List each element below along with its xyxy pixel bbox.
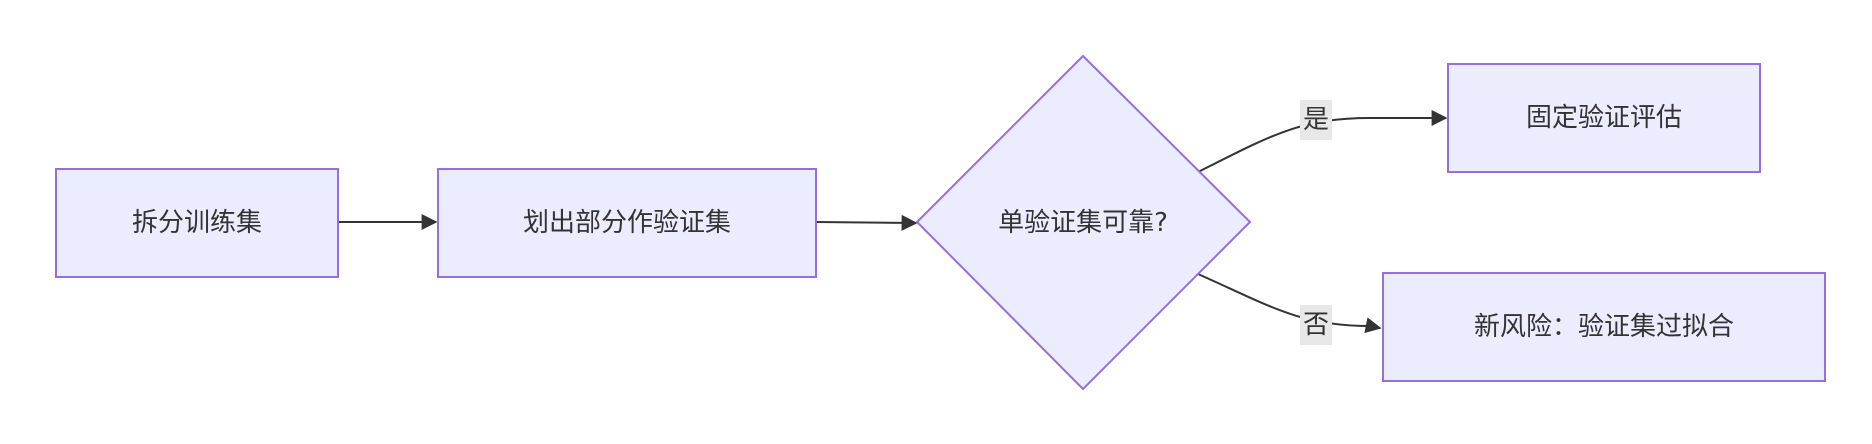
edge-label-yes: 是 (1300, 100, 1332, 140)
node-decision-label: 单验证集可靠? (998, 208, 1168, 238)
edge-label-no: 否 (1300, 305, 1332, 345)
node-fixed-label: 固定验证评估 (1526, 103, 1682, 133)
edge-decision-to-fixed (1197, 110, 1448, 173)
node-risk: 新风险：验证集过拟合 (1382, 272, 1826, 382)
node-risk-label: 新风险：验证集过拟合 (1474, 312, 1734, 342)
node-holdout: 划出部分作验证集 (437, 168, 817, 278)
edges (339, 110, 1448, 334)
edge-decision-to-risk (1197, 273, 1382, 334)
edge-label-yes-text: 是 (1303, 105, 1329, 135)
edge-holdout-to-decision (815, 214, 918, 231)
node-fixed: 固定验证评估 (1447, 63, 1761, 173)
node-holdout-label: 划出部分作验证集 (523, 208, 731, 238)
node-split: 拆分训练集 (55, 168, 339, 278)
node-decision: 单验证集可靠? (915, 54, 1252, 391)
edge-label-no-text: 否 (1303, 310, 1329, 340)
node-split-label: 拆分训练集 (132, 208, 262, 238)
